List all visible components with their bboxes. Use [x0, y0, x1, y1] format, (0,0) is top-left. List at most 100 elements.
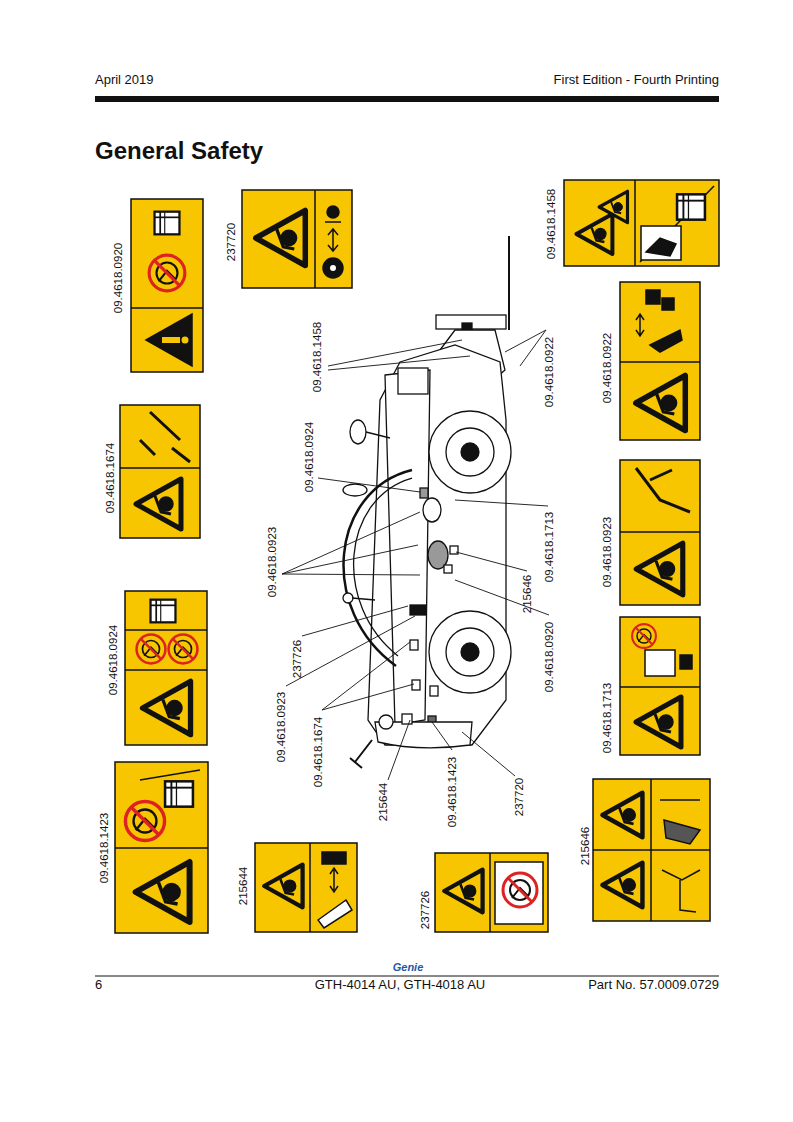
- footer-text: GTH-4014 AU, GTH-4018 AU: [315, 978, 486, 992]
- safety-decals-part: [632, 624, 656, 648]
- telehandler-illustration-part: [412, 680, 420, 690]
- safety-decals-part: [660, 800, 700, 844]
- telehandler-illustration-part: [410, 605, 426, 615]
- leader-lines-part: [318, 478, 420, 492]
- safety-decals-part: [602, 863, 642, 907]
- safety-decals-part: [636, 468, 690, 512]
- callout-number: 215646: [521, 575, 534, 613]
- telehandler-illustration-part: [446, 428, 494, 476]
- decal-number: 09.4618.1423: [98, 813, 111, 883]
- footer-text: Part No. 57.0009.0729: [588, 978, 719, 992]
- safety-decals-part: [634, 180, 636, 266]
- safety-decals-part: [155, 212, 180, 235]
- safety-decals-part: [641, 226, 681, 260]
- telehandler-illustration-part: [508, 236, 510, 330]
- leader-lines: [282, 330, 549, 780]
- safety-decals-part: [636, 543, 683, 595]
- page-rules: [95, 96, 719, 976]
- safety-decals-part: [120, 467, 200, 469]
- leader-lines-part: [302, 606, 408, 636]
- telehandler-illustration-part: [423, 498, 441, 522]
- safety-decals-part: [636, 376, 686, 431]
- leader-lines-part: [282, 574, 420, 575]
- safety-decals-part: [662, 298, 674, 310]
- safety-decals-part: [115, 762, 208, 933]
- callout-number: 09.4618.0924: [303, 422, 316, 492]
- decal-number: 09.4618.0924: [107, 625, 120, 695]
- safety-decals-part: [620, 361, 700, 363]
- safety-decals-part: [646, 290, 660, 304]
- telehandler-illustration-part: [444, 565, 452, 573]
- callout-number: 09.4618.0920: [543, 622, 556, 692]
- safety-decals-part: [151, 600, 176, 623]
- safety-decals-part: [602, 793, 642, 837]
- safety-decals-part: [503, 873, 537, 907]
- telehandler-illustration-part: [429, 611, 511, 693]
- safety-decals-part: [120, 405, 200, 538]
- safety-decals-part: [255, 843, 357, 932]
- safety-decals-part: [620, 617, 700, 755]
- decal-number: 237726: [419, 891, 432, 929]
- decal-number: 215646: [579, 827, 592, 865]
- safety-decals-part: [677, 194, 705, 219]
- leader-lines-part: [286, 616, 415, 686]
- leader-lines-part: [282, 512, 420, 574]
- leader-lines-part: [282, 545, 418, 574]
- safety-decals-part: [593, 849, 710, 851]
- safety-decals-part: [309, 843, 311, 932]
- safety-decals-part: [327, 206, 339, 218]
- safety-decals-part: [149, 255, 185, 291]
- safety-decals-part: [650, 330, 682, 352]
- safety-decals-part: [143, 681, 191, 734]
- callout-number: 09.4618.1713: [543, 512, 556, 582]
- safety-decals-part: [322, 852, 346, 864]
- safety-decals-part: [125, 669, 207, 671]
- leader-lines-part: [328, 340, 462, 366]
- safety-decals-part: [640, 186, 714, 262]
- safety-decals-part: [330, 868, 338, 892]
- safety-decals-part: [620, 686, 700, 688]
- safety-decals-part: [125, 801, 164, 840]
- leader-lines-part: [455, 580, 549, 615]
- safety-decals-part: [330, 265, 336, 271]
- callout-number: 237726: [291, 640, 304, 678]
- safety-decals-part: [136, 479, 181, 529]
- safety-decals-part: [136, 862, 190, 922]
- callout-number: 09.4618.1674: [312, 717, 325, 787]
- telehandler-illustration-part: [352, 598, 375, 600]
- telehandler-illustration-part: [429, 411, 511, 493]
- safety-decals-part: [620, 282, 700, 440]
- safety-decals-part: [264, 865, 302, 908]
- callout-number: 09.4618.0923: [275, 692, 288, 762]
- telehandler-illustration-part: [410, 640, 418, 650]
- safety-decals-part: [314, 190, 316, 288]
- telehandler-illustration-part: [420, 488, 428, 498]
- safety-decals-part: [680, 655, 692, 669]
- decal-number: 215644: [237, 867, 250, 905]
- callout-number: 215644: [377, 783, 390, 821]
- telehandler-illustration-part: [446, 628, 494, 676]
- safety-decals-part: [593, 779, 710, 921]
- safety-decals-part: [169, 635, 198, 664]
- telehandler-illustration-part: [350, 420, 366, 444]
- safety-decals-part: [323, 258, 343, 278]
- safety-decals-part: [646, 238, 676, 256]
- callout-number: 09.4618.0922: [543, 337, 556, 407]
- decal-number: 09.4618.0923: [601, 517, 614, 587]
- telehandler-illustration-part: [354, 478, 412, 656]
- safety-decals-part: [182, 337, 189, 344]
- page-rules-part: [95, 96, 719, 102]
- safety-decals-part: [489, 853, 491, 932]
- decal-number: 09.4618.1458: [545, 189, 558, 259]
- safety-decals-part: [620, 531, 700, 533]
- leader-lines-part: [456, 552, 527, 571]
- safety-decals-part: [137, 635, 166, 664]
- safety-decals-part: [576, 214, 612, 254]
- brand-logo: Genie: [393, 961, 424, 973]
- leader-lines-part: [388, 720, 410, 780]
- telehandler-illustration-part: [366, 432, 390, 438]
- decal-number: 237720: [225, 223, 238, 261]
- safety-decals-part: [435, 853, 548, 932]
- safety-decals-part: [325, 222, 341, 251]
